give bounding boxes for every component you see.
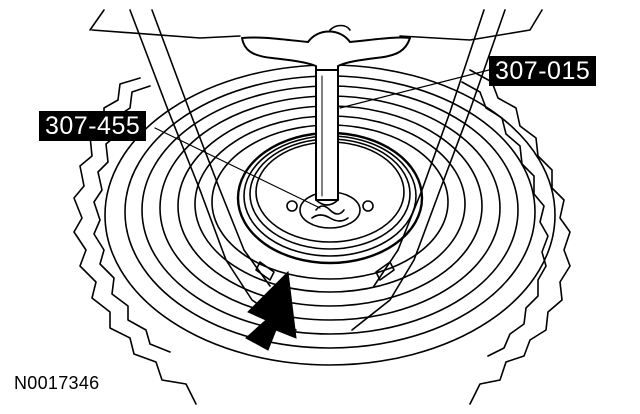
leader-lines bbox=[154, 69, 490, 209]
indicator-arrow-icon bbox=[245, 270, 297, 351]
callout-label-left: 307-455 bbox=[39, 111, 147, 141]
callout-label-upper-right: 307-015 bbox=[489, 56, 597, 86]
figure-id-label: N0017346 bbox=[14, 373, 100, 393]
compressor-tool bbox=[241, 24, 411, 206]
